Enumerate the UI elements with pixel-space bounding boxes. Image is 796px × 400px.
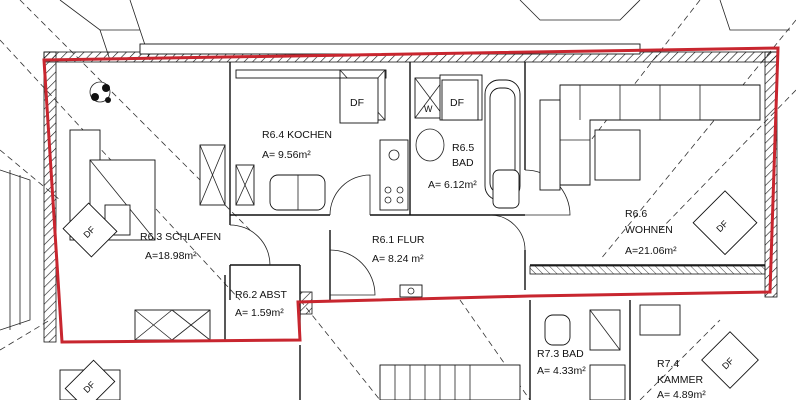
room-name-kammer-line2: KAMMER <box>657 374 704 386</box>
skylight-kitchen: DF <box>339 77 379 124</box>
room-area-wohnen: A=21.06m² <box>625 245 677 257</box>
skylight-lower-left: DF <box>64 359 116 400</box>
living-sofa <box>539 84 761 191</box>
room-area-flur: A= 8.24 m² <box>372 253 424 265</box>
room-name-bad-lower: R7.3 BAD <box>537 348 584 360</box>
room-name-schlafen: R6.3 SCHLAFEN <box>140 231 221 243</box>
skylight-label: DF <box>350 97 364 109</box>
room-area-bad: A= 6.12m² <box>428 179 477 191</box>
room-area-kammer: A= 4.89m² <box>657 389 706 400</box>
room-name-flur: R6.1 FLUR <box>372 234 425 246</box>
skylight-label: DF <box>450 97 464 109</box>
window-mark: W <box>424 104 433 114</box>
room-name-kammer-line1: R7.4 <box>657 358 679 370</box>
room-area-bad-lower: A= 4.33m² <box>537 365 586 377</box>
dormer-tops <box>0 0 790 331</box>
room-area-abst: A= 1.59m² <box>235 307 284 319</box>
room-name-kochen: R6.4 KOCHEN <box>262 129 332 141</box>
room-area-schlafen: A=18.98m² <box>145 250 197 262</box>
room-area-kochen: A= 9.56m² <box>262 149 311 161</box>
room-name-wohnen-line1: R6.6 <box>625 208 647 220</box>
room-name-abst: R6.2 ABST <box>235 289 288 301</box>
bedroom-furniture <box>69 81 211 341</box>
skylights: DF DF DF DF DF DF W <box>62 77 759 400</box>
room-name-bad-line2: BAD <box>452 157 474 169</box>
apartment-outline <box>42 46 780 344</box>
room-name-wohnen-line2: WOHNEN <box>625 224 673 236</box>
room-name-bad-line1: R6.5 <box>452 142 474 154</box>
skylight-bath: DF <box>441 79 479 121</box>
skylight-lower-right: DF <box>701 331 759 389</box>
skylight-bedroom: DF <box>62 202 118 258</box>
interior-walls <box>224 62 766 400</box>
room-labels: R6.4 KOCHEN A= 9.56m² R6.5 BAD A= 6.12m²… <box>140 129 706 400</box>
skylight-living: DF <box>692 190 758 256</box>
